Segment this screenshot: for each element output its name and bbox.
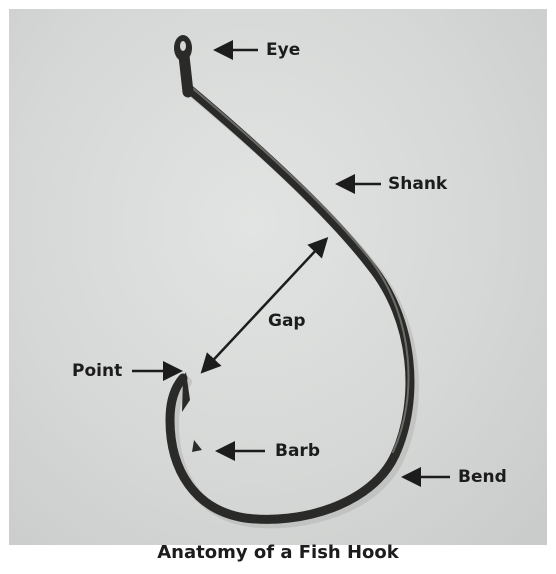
gap-label: Gap	[268, 313, 306, 330]
point-label: Point	[72, 363, 122, 380]
barb-label: Barb	[275, 443, 320, 460]
bend-label: Bend	[458, 469, 507, 486]
shank-label: Shank	[388, 176, 447, 193]
eye-label: Eye	[266, 42, 300, 59]
gap-arrow	[204, 248, 318, 370]
figure-caption: Anatomy of a Fish Hook	[0, 544, 556, 562]
